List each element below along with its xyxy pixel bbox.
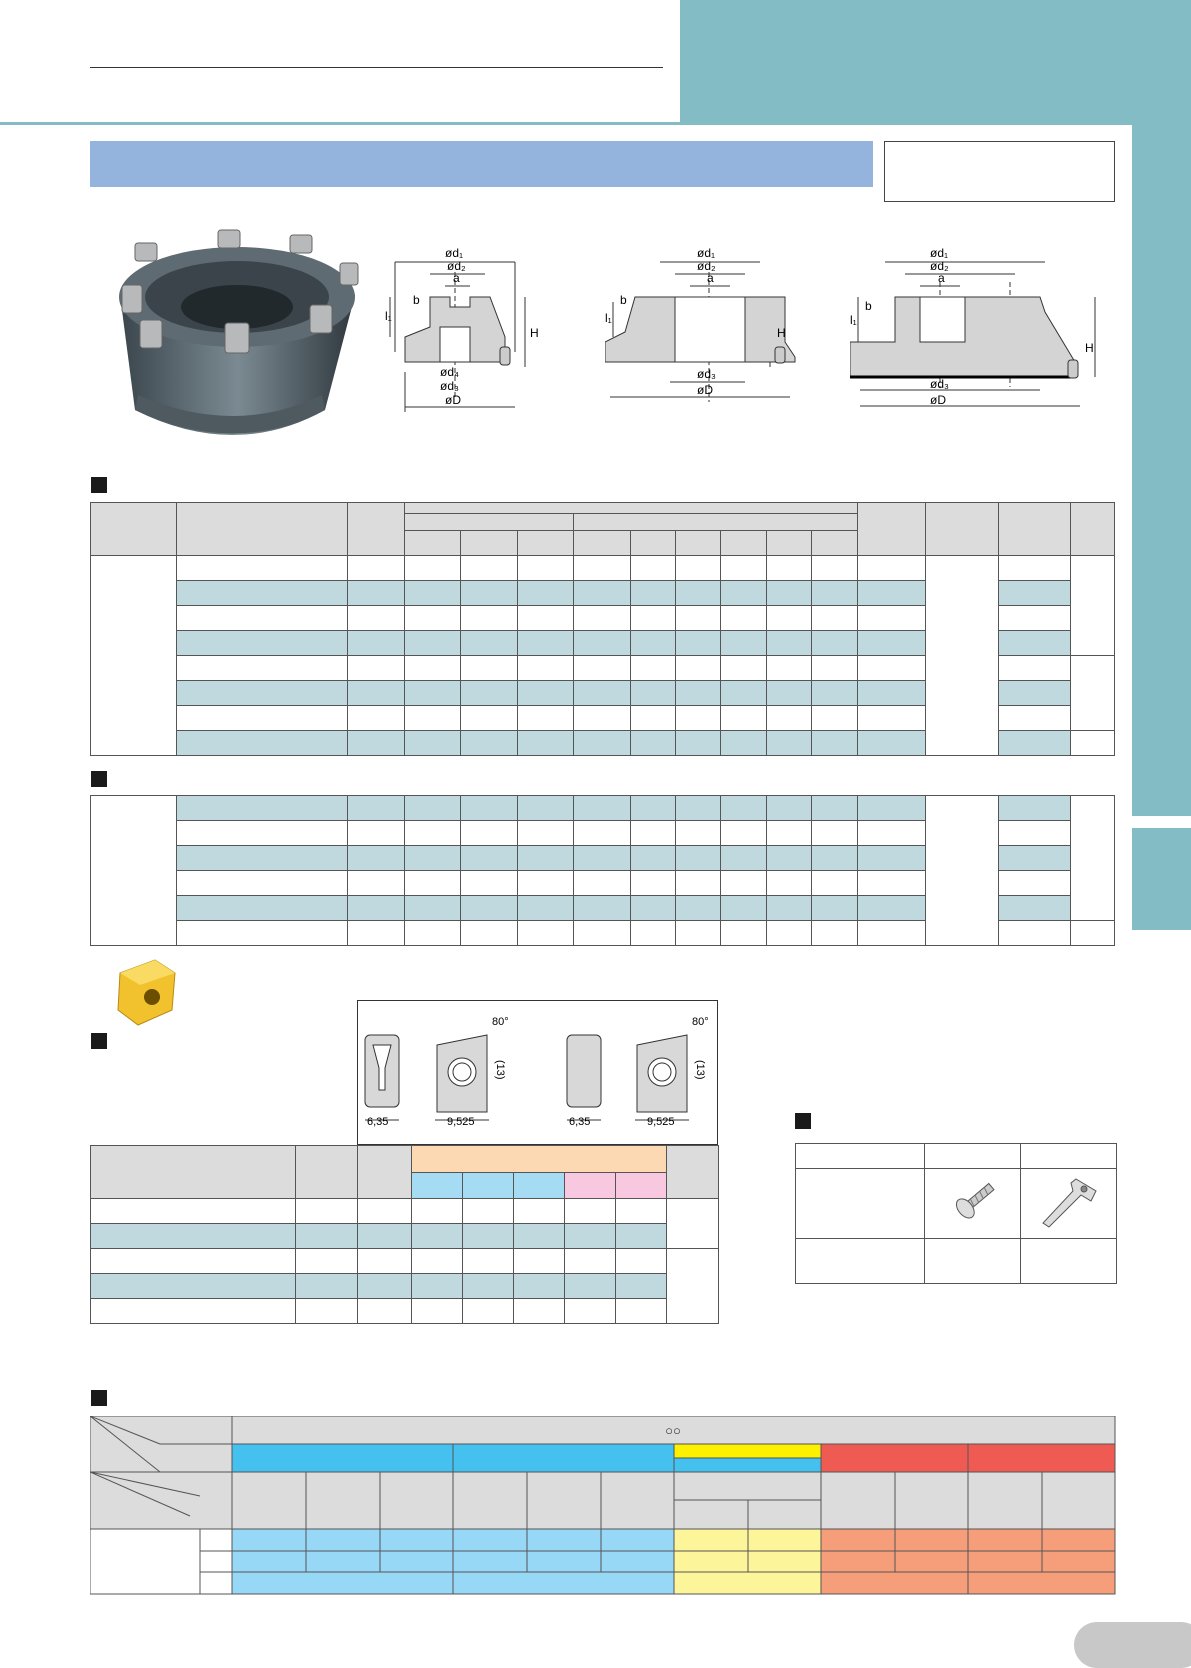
svg-text:øD: øD — [930, 393, 946, 407]
svg-text:80°: 80° — [492, 1016, 509, 1028]
header-rule — [90, 67, 663, 68]
milling-cutter-photo — [119, 229, 359, 435]
svg-text:ød₃: ød₃ — [930, 377, 949, 391]
svg-text:(13): (13) — [494, 1060, 506, 1080]
svg-text:øD: øD — [445, 393, 461, 407]
svg-text:9,525: 9,525 — [647, 1116, 675, 1128]
product-title-bar — [90, 141, 873, 187]
cutter-table-1 — [90, 502, 1115, 756]
insert-drawing-box — [357, 1000, 718, 1145]
svg-text:b: b — [865, 299, 872, 313]
section-marker-5 — [91, 1390, 107, 1406]
section-marker-1 — [91, 477, 107, 493]
section-marker-4 — [795, 1113, 811, 1129]
svg-text:b: b — [620, 293, 627, 307]
svg-text:6,35: 6,35 — [569, 1116, 590, 1128]
svg-text:H: H — [530, 326, 539, 340]
svg-text:ød₁: ød₁ — [697, 246, 715, 260]
svg-text:l₁: l₁ — [850, 313, 857, 327]
svg-text:ød₃: ød₃ — [440, 379, 459, 393]
svg-text:øD: øD — [697, 383, 713, 397]
svg-text:l₁: l₁ — [605, 311, 612, 325]
svg-text:H: H — [1085, 341, 1094, 355]
svg-text:a: a — [453, 271, 460, 285]
insert-table — [90, 1145, 720, 1324]
svg-text:ød₁: ød₁ — [445, 246, 463, 260]
svg-text:80°: 80° — [692, 1016, 709, 1028]
svg-text:l₁: l₁ — [385, 309, 392, 323]
insert-drawings: 6,35 9,525 (13) 80° 6,35 9,525 (13) 80° — [364, 1016, 709, 1128]
svg-text:ød₂: ød₂ — [930, 259, 949, 273]
grade-table: ○○ — [90, 1416, 1116, 1595]
grade-table-top-symbol: ○○ — [665, 1423, 681, 1438]
page-number-badge — [1074, 1622, 1191, 1668]
svg-text:H: H — [777, 326, 786, 340]
header-teal-block — [680, 0, 1191, 124]
section-marker-3 — [91, 1033, 107, 1049]
header-teal-line — [0, 122, 1191, 125]
insert-photo — [117, 959, 176, 1026]
svg-text:9,525: 9,525 — [447, 1116, 475, 1128]
svg-text:6,35: 6,35 — [367, 1116, 388, 1128]
product-code-box — [884, 141, 1115, 202]
svg-text:b: b — [413, 293, 420, 307]
side-tab-primary[interactable] — [1132, 124, 1191, 816]
svg-text:a: a — [707, 271, 714, 285]
svg-text:ød₂: ød₂ — [697, 259, 716, 273]
svg-text:(13): (13) — [694, 1060, 706, 1080]
svg-text:ød₄: ød₄ — [440, 365, 459, 379]
svg-text:a: a — [938, 271, 945, 285]
svg-text:ød₁: ød₁ — [930, 246, 948, 260]
section-marker-2 — [91, 771, 107, 787]
cutter-table-2 — [90, 795, 1115, 946]
torx-key-icon — [1042, 1178, 1097, 1228]
svg-text:ød₃: ød₃ — [697, 367, 716, 381]
svg-text:ød₂: ød₂ — [447, 259, 466, 273]
side-tab-secondary[interactable] — [1132, 828, 1191, 930]
screw-icon — [955, 1182, 995, 1219]
spare-parts-table — [795, 1143, 1117, 1284]
